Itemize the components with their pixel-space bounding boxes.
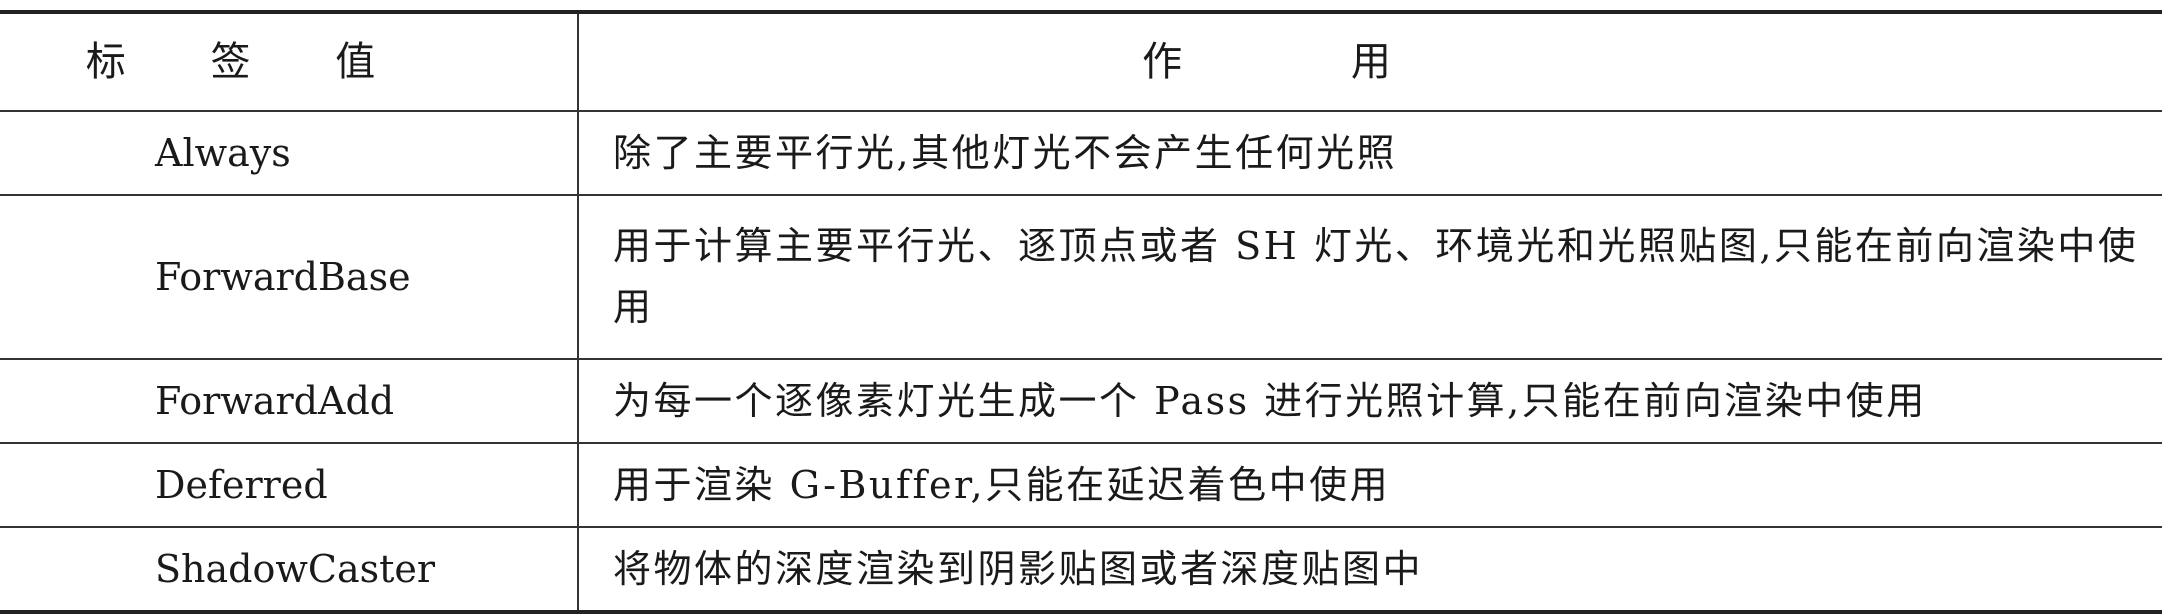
tag-cell: ForwardBase — [0, 195, 579, 360]
tag-cell: ForwardAdd — [0, 359, 579, 444]
purpose-cell: 将物体的深度渲染到阴影贴图或者深度贴图中 — [578, 527, 2162, 614]
header-purpose-text: 作 用 — [1142, 39, 1469, 85]
purpose-cell: 为每一个逐像素灯光生成一个 Pass 进行光照计算,只能在前向渲染中使用 — [578, 359, 2162, 444]
tag-cell: ShadowCaster — [0, 527, 579, 614]
lightmode-tag-table: 标 签 值 作 用 Always 除了主要平行光,其他灯光不会产生任何光照 Fo… — [0, 10, 2162, 614]
header-tag-value: 标 签 值 — [0, 10, 579, 112]
purpose-cell: 除了主要平行光,其他灯光不会产生任何光照 — [578, 111, 2162, 196]
tag-cell: Always — [0, 111, 579, 196]
table-row: ForwardBase 用于计算主要平行光、逐顶点或者 SH 灯光、环境光和光照… — [0, 195, 2162, 360]
table: 标 签 值 作 用 Always 除了主要平行光,其他灯光不会产生任何光照 Fo… — [0, 10, 2162, 614]
table-row: ForwardAdd 为每一个逐像素灯光生成一个 Pass 进行光照计算,只能在… — [0, 359, 2162, 444]
header-tag-value-text: 标 签 值 — [85, 39, 412, 85]
table-header-row: 标 签 值 作 用 — [0, 10, 2162, 112]
table-row: ShadowCaster 将物体的深度渲染到阴影贴图或者深度贴图中 — [0, 527, 2162, 614]
table-row: Deferred 用于渲染 G-Buffer,只能在延迟着色中使用 — [0, 443, 2162, 528]
tag-cell: Deferred — [0, 443, 579, 528]
purpose-cell: 用于计算主要平行光、逐顶点或者 SH 灯光、环境光和光照贴图,只能在前向渲染中使… — [578, 195, 2162, 360]
purpose-cell: 用于渲染 G-Buffer,只能在延迟着色中使用 — [578, 443, 2162, 528]
header-purpose: 作 用 — [578, 10, 2162, 112]
table-row: Always 除了主要平行光,其他灯光不会产生任何光照 — [0, 111, 2162, 196]
